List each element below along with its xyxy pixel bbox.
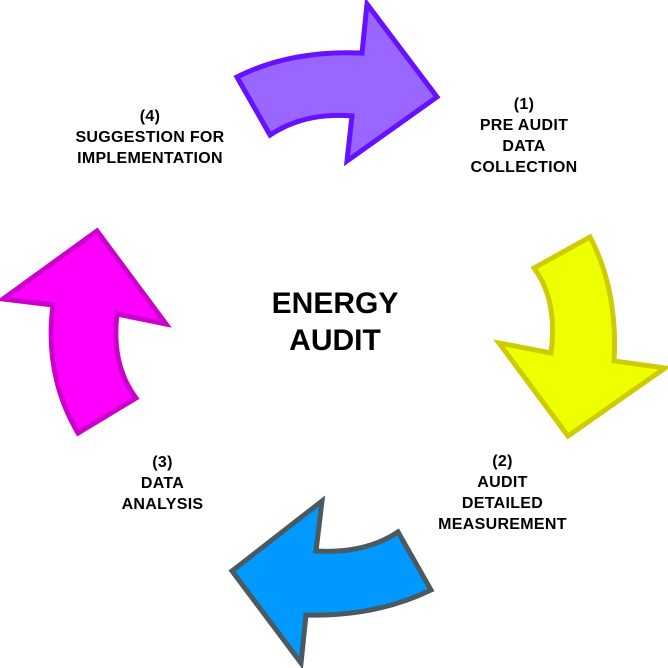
step-4-line-1: SUGGESTION FOR — [75, 129, 225, 146]
step-2-number: (2) — [492, 453, 513, 470]
step-2-line-3: MEASUREMENT — [438, 516, 567, 533]
step-4-number: (4) — [139, 108, 161, 125]
arrow-up-magenta — [0, 227, 172, 437]
arrow-right-purple — [233, 0, 441, 167]
step-1-line-3: COLLECTION — [470, 159, 578, 176]
center-title: ENERGY AUDIT — [240, 285, 430, 359]
center-title-line-2: AUDIT — [289, 324, 381, 357]
arrow-down-yellow — [493, 233, 668, 440]
step-2-line-2: DETAILED — [461, 495, 544, 512]
step-4-line-2: IMPLEMENTATION — [77, 150, 223, 167]
step-2-label: (2) AUDIT DETAILED MEASUREMENT — [410, 451, 595, 535]
step-3-label: (3) DATA ANALYSIS — [100, 452, 225, 515]
step-2-line-1: AUDIT — [477, 474, 528, 491]
step-3-number: (3) — [152, 454, 173, 471]
step-1-line-2: DATA — [502, 138, 546, 155]
step-4-label: (4) SUGGESTION FOR IMPLEMENTATION — [45, 106, 255, 169]
step-1-number: (1) — [513, 96, 535, 113]
step-3-line-1: DATA — [140, 475, 185, 492]
step-3-line-2: ANALYSIS — [121, 496, 204, 513]
step-1-line-1: PRE AUDIT — [479, 117, 569, 134]
step-1-label: (1) PRE AUDIT DATA COLLECTION — [444, 94, 604, 178]
center-title-line-1: ENERGY — [271, 287, 399, 320]
arrow-left-blue — [228, 495, 435, 668]
